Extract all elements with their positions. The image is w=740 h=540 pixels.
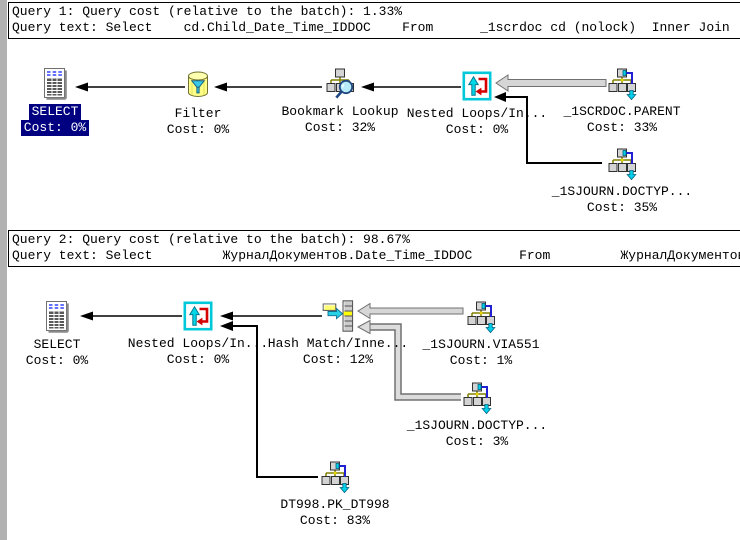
node-cost: Cost: 35% <box>586 200 658 215</box>
arrow-sjourn1-to-loops-elbow <box>494 92 602 164</box>
arrow-loops2-to-select2 <box>80 311 182 321</box>
node-label: DT998.PK_DT998 <box>280 497 390 512</box>
node-label: _1SJOURN.VIA551 <box>422 337 540 352</box>
arrow-loops-to-bookmark <box>361 82 461 92</box>
node-cost: Cost: 12% <box>302 352 374 367</box>
node-cost: Cost: 1% <box>449 353 513 368</box>
node-label: Filter <box>174 106 222 121</box>
index-seek-icon <box>606 68 638 100</box>
query1-cost-line: Query 1: Query cost (relative to the bat… <box>12 4 403 19</box>
result-icon <box>41 301 73 333</box>
node-label: SELECT <box>33 337 81 352</box>
query2-cost-line: Query 2: Query cost (relative to the bat… <box>12 232 410 247</box>
left-gutter <box>0 0 7 540</box>
node-cost: Cost: 33% <box>586 120 658 135</box>
query1-header: Query 1: Query cost (relative to the bat… <box>8 2 740 39</box>
index-seek-icon <box>465 301 497 333</box>
index-seek-icon <box>606 148 638 180</box>
arrow-bookmark-to-filter <box>214 82 322 92</box>
result-icon <box>39 68 71 100</box>
bookmark-lookup-icon <box>324 68 356 100</box>
node-cost: Cost: 83% <box>299 513 371 528</box>
query2-text-line: Query text: Select ЖурналДокументов.Date… <box>12 248 740 263</box>
node-cost: Cost: 0% <box>166 122 230 137</box>
node-cost: Cost: 0% <box>25 353 89 368</box>
node-label: _1SCRDOC.PARENT <box>563 104 681 119</box>
node-label: _1SJOURN.DOCTYP... <box>551 184 693 199</box>
index-seek-icon <box>461 382 493 414</box>
node-cost: Cost: 32% <box>304 120 376 135</box>
arrow-sjourn2-to-hash-wide-elbow <box>356 319 461 401</box>
node-label: Bookmark Lookup <box>281 104 399 119</box>
node-label: Nested Loops/In... <box>127 336 269 351</box>
query1-text-line: Query text: Select cd.Child_Date_Time_ID… <box>12 20 730 35</box>
arrow-scrdoc-to-loops-wide <box>495 74 607 92</box>
node-cost: Cost: 0% <box>445 122 509 137</box>
query2-header: Query 2: Query cost (relative to the bat… <box>8 230 740 267</box>
arrow-hash-to-loops2 <box>220 311 322 321</box>
index-seek-icon <box>319 461 351 493</box>
node-cost: Cost: 0% <box>166 352 230 367</box>
arrow-filter-to-select <box>75 82 185 92</box>
node-label: Nested Loops/In... <box>406 106 548 121</box>
nested-loops-icon <box>182 300 214 332</box>
node-cost: Cost: 3% <box>445 434 509 449</box>
nested-loops-icon <box>461 70 493 102</box>
node-label: _1SJOURN.DOCTYP... <box>406 418 548 433</box>
hash-match-icon <box>322 300 354 332</box>
node-label: Hash Match/Inne... <box>267 336 409 351</box>
arrow-via551-to-hash-wide <box>357 302 464 320</box>
node-label: SELECT <box>28 104 82 120</box>
node-cost: Cost: 0% <box>20 120 90 136</box>
filter-icon <box>182 70 214 102</box>
